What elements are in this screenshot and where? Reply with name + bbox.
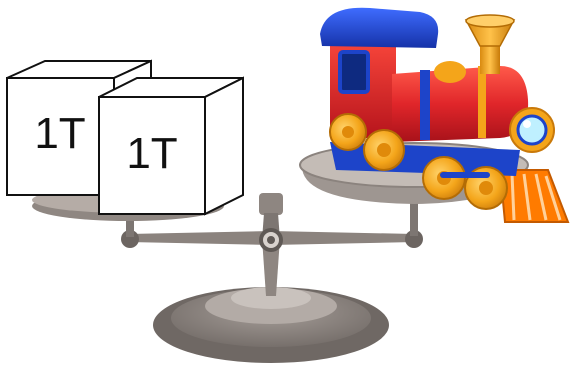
train-dome (434, 61, 466, 83)
weight-block-icon: 1T 1T (7, 61, 243, 214)
train-wheel-1 (330, 114, 366, 150)
train-boiler-band-2 (478, 66, 486, 138)
weight-block-front-label: 1T (126, 129, 177, 178)
train-chimney-rim (466, 15, 514, 27)
train-cab-roof (320, 8, 438, 48)
train-wheel-2 (364, 130, 404, 170)
scale-right-post (410, 200, 418, 236)
train-coupling-rod (440, 172, 490, 178)
weight-block-front-side (205, 78, 243, 214)
weight-block-back-label: 1T (34, 109, 85, 158)
train-headlight-glint (523, 120, 531, 128)
scale-pivot-center (267, 236, 275, 244)
train-boiler-band-1 (420, 70, 430, 140)
scale-pillar-top (259, 193, 283, 215)
weight-block-front: 1T (99, 78, 243, 214)
train-cab-window (340, 52, 368, 92)
train-headlight-lens (518, 116, 546, 144)
